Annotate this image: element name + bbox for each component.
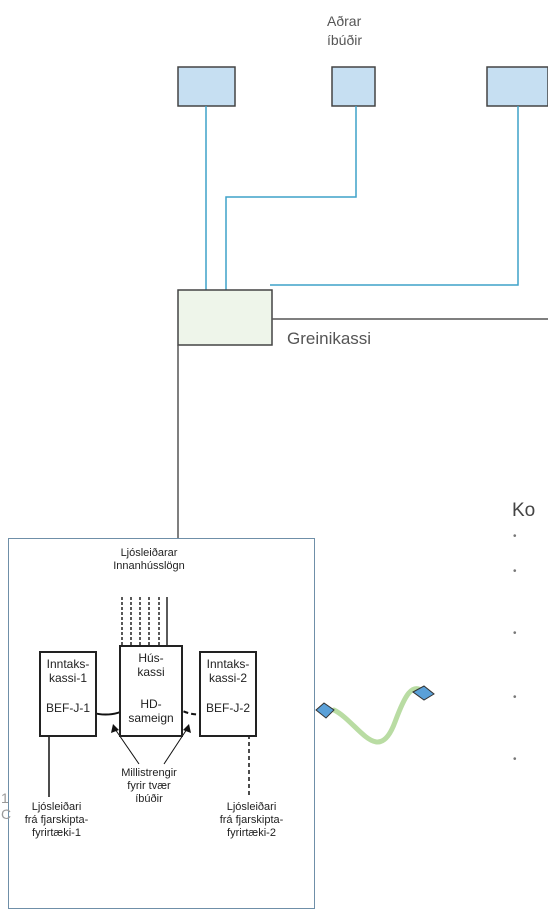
- left-fragment: C: [1, 806, 12, 822]
- box2-code-line-2: sameign: [128, 711, 174, 725]
- green-cable: [331, 686, 427, 745]
- box1-title-line-1: Inntaks-: [46, 657, 90, 671]
- side-bullet: •: [513, 531, 517, 542]
- fiber-right-line-2: frá fjarskipta-: [219, 814, 284, 826]
- installation-diagram-panel: Ljósleiðarar Innanhússlögn Inntaks- kass…: [8, 538, 315, 909]
- arrow-line: [163, 728, 188, 765]
- fiber-left-label: Ljósleiðari frá fjarskipta- fyrirtæki-1: [9, 801, 104, 840]
- inset-top-label: Ljósleiðarar Innanhússlögn: [94, 547, 204, 573]
- left-fragment: 1: [1, 790, 9, 806]
- greinikassi-box: [177, 289, 273, 346]
- fiber-left-line-2: frá fjarskipta-: [24, 814, 89, 826]
- connector-left-icon: [315, 702, 335, 719]
- side-bullet: •: [513, 754, 517, 765]
- fiber-right-line-1: Ljósleiðari: [226, 801, 277, 813]
- side-bullet: •: [513, 692, 517, 703]
- fiber-left-line-1: Ljósleiðari: [31, 801, 82, 813]
- box1-title: Inntaks- kassi-1: [41, 657, 95, 685]
- fiber-left-line-3: fyrirtæki-1: [32, 827, 81, 839]
- box1-title-line-2: kassi-1: [48, 671, 87, 685]
- millistrengir-line-3: íbúðir: [135, 793, 163, 805]
- box2-code: HD- sameign: [121, 697, 181, 725]
- box2-code-line-1: HD-: [140, 697, 162, 711]
- fiber-right-label: Ljósleiðari frá fjarskipta- fyrirtæki-2: [204, 801, 299, 840]
- other-apartments-label: Aðrar íbúðir: [327, 12, 362, 50]
- greinikassi-label: Greinikassi: [287, 329, 372, 348]
- fiber-line-3: [270, 106, 519, 286]
- arrow-head: [111, 724, 119, 733]
- inntakskassi-2-box: Inntaks- kassi-2 BEF-J-2: [199, 651, 257, 737]
- fiber-right-line-3: fyrirtæki-2: [227, 827, 276, 839]
- millistrengir-line-2: fyrir tvær: [127, 780, 171, 792]
- other-apartments-line-2: íbúðir: [327, 32, 363, 48]
- inset-top-label-line-1: Ljósleiðarar: [120, 547, 178, 559]
- box2-title-line-2: kassi: [137, 665, 165, 679]
- box2-title: Hús- kassi: [121, 651, 181, 679]
- fiber-line-2: [225, 106, 357, 290]
- huskassi-box: Hús- kassi HD- sameign: [119, 645, 183, 737]
- side-title: Ko: [512, 500, 536, 521]
- box1-code: BEF-J-1: [45, 701, 90, 715]
- arrow-head: [183, 724, 191, 733]
- box3-code: BEF-J-2: [205, 701, 250, 715]
- side-bullet: •: [513, 628, 517, 639]
- millistrengir-label: Millistrengir fyrir tvær íbúðir: [94, 767, 204, 806]
- inset-top-label-line-2: Innanhússlögn: [113, 560, 185, 572]
- apartment-box-3: [486, 66, 548, 107]
- apartment-box-2: [331, 66, 376, 107]
- box3-title-line-1: Inntaks-: [206, 657, 250, 671]
- millistrengir-line-1: Millistrengir: [121, 767, 177, 779]
- connector-right-icon: [412, 685, 435, 701]
- box3-title-line-2: kassi-2: [208, 671, 247, 685]
- other-apartments-line-1: Aðrar: [327, 13, 362, 29]
- box3-title: Inntaks- kassi-2: [201, 657, 255, 685]
- apartment-box-1: [177, 66, 236, 107]
- box2-title-line-1: Hús-: [138, 651, 164, 665]
- side-bullet: •: [513, 566, 517, 577]
- inntakskassi-1-box: Inntaks- kassi-1 BEF-J-1: [39, 651, 97, 737]
